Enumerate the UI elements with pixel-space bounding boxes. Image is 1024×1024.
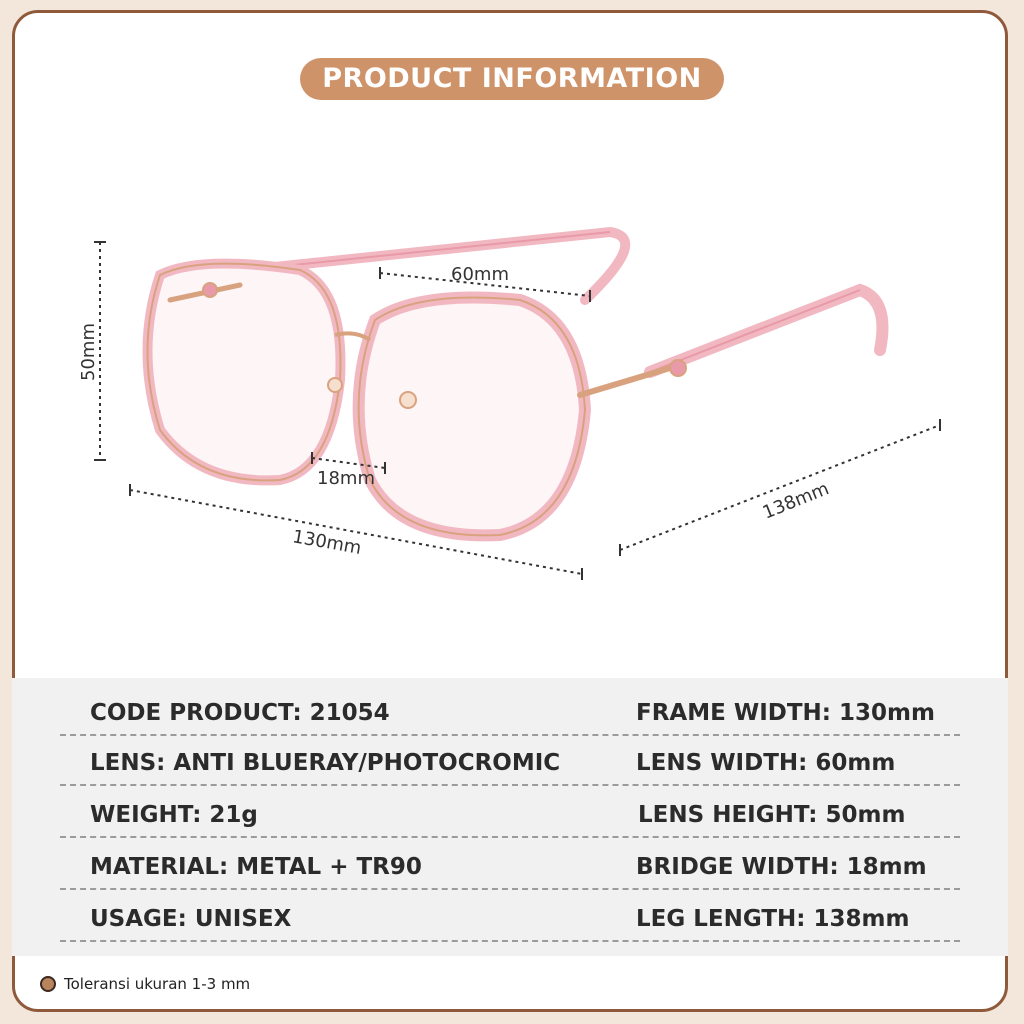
spec-row: WEIGHT: 21g LENS HEIGHT: 50mm — [12, 792, 1008, 842]
spec-right: LENS HEIGHT: 50mm — [638, 802, 906, 828]
bullet-icon — [40, 976, 56, 992]
bridge — [334, 331, 372, 342]
spec-right: LEG LENGTH: 138mm — [636, 906, 910, 932]
spec-row: MATERIAL: METAL + TR90 BRIDGE WIDTH: 18m… — [12, 844, 1008, 894]
spec-left: LENS: ANTI BLUERAY/PHOTOCROMIC — [90, 750, 561, 776]
spec-row: CODE PRODUCT: 21054 FRAME WIDTH: 130mm — [12, 690, 1008, 740]
lens-height-label: 50mm — [78, 323, 99, 381]
row-divider — [60, 940, 960, 942]
hinge-right — [577, 362, 683, 398]
spec-right: BRIDGE WIDTH: 18mm — [636, 854, 927, 880]
tolerance-note: Toleransi ukuran 1-3 mm — [40, 975, 250, 993]
bridge-width-label: 18mm — [317, 468, 375, 489]
tolerance-text: Toleransi ukuran 1-3 mm — [64, 975, 251, 993]
spec-table: CODE PRODUCT: 21054 FRAME WIDTH: 130mm L… — [12, 678, 1008, 956]
nose-pad — [399, 391, 417, 409]
glasses-illustration: 50mm 60mm 18mm 130mm 138mm — [78, 226, 941, 580]
row-divider — [60, 734, 960, 736]
spec-right: LENS WIDTH: 60mm — [636, 750, 896, 776]
spec-row: LENS: ANTI BLUERAY/PHOTOCROMIC LENS WIDT… — [12, 740, 1008, 790]
spec-left: WEIGHT: 21g — [90, 802, 258, 828]
spec-left: MATERIAL: METAL + TR90 — [90, 854, 422, 880]
near-temple-arm — [644, 283, 889, 378]
spec-left: CODE PRODUCT: 21054 — [90, 700, 390, 726]
leg-length-label: 138mm — [760, 478, 832, 523]
spec-right: FRAME WIDTH: 130mm — [636, 700, 935, 726]
row-divider — [60, 836, 960, 838]
far-temple-arm — [260, 226, 631, 305]
page-title: PRODUCT INFORMATION — [300, 58, 724, 100]
spec-row: USAGE: UNISEX LEG LENGTH: 138mm — [12, 896, 1008, 946]
row-divider — [60, 784, 960, 786]
row-divider — [60, 888, 960, 890]
lens-width-label: 60mm — [451, 264, 509, 285]
spec-left: USAGE: UNISEX — [90, 906, 292, 932]
right-lens-rim — [352, 291, 592, 542]
